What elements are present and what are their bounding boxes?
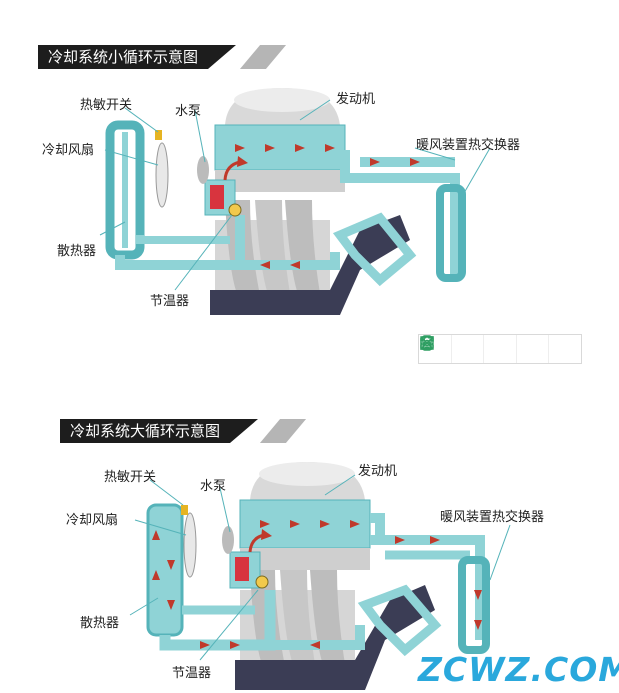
label-thermo-switch: 热敏开关	[104, 470, 157, 485]
label-thermo-switch: 热敏开关	[80, 98, 133, 113]
label-thermostat: 节温器	[150, 294, 190, 309]
save-icon[interactable]	[420, 335, 517, 363]
label-engine: 发动机	[336, 92, 376, 107]
site-watermark: ZCWZ.COM	[418, 650, 619, 689]
share-icon[interactable]	[420, 335, 550, 363]
label-heater-core: 暖风装置热交换器	[416, 138, 521, 153]
label-radiator: 散热器	[57, 244, 97, 259]
diagram-title: 冷却系统小循环示意图	[38, 45, 237, 69]
settings-icon[interactable]	[420, 335, 581, 363]
label-cooling-fan: 冷却风扇	[42, 143, 95, 158]
small-circulation-drawing	[99, 88, 491, 315]
expand-icon[interactable]	[420, 335, 485, 363]
diagram-title: 冷却系统大循环示意图	[60, 419, 259, 443]
label-thermostat: 节温器	[172, 666, 212, 681]
label-water-pump: 水泵	[175, 104, 202, 119]
mobile-icon[interactable]	[419, 335, 452, 363]
large-circulation-drawing	[129, 462, 511, 690]
label-engine: 发动机	[358, 464, 398, 479]
image-toolbar	[418, 334, 582, 364]
label-water-pump: 水泵	[200, 479, 227, 494]
label-cooling-fan: 冷却风扇	[66, 513, 119, 528]
label-heater-core: 暖风装置热交换器	[440, 510, 545, 525]
label-radiator: 散热器	[80, 616, 120, 631]
